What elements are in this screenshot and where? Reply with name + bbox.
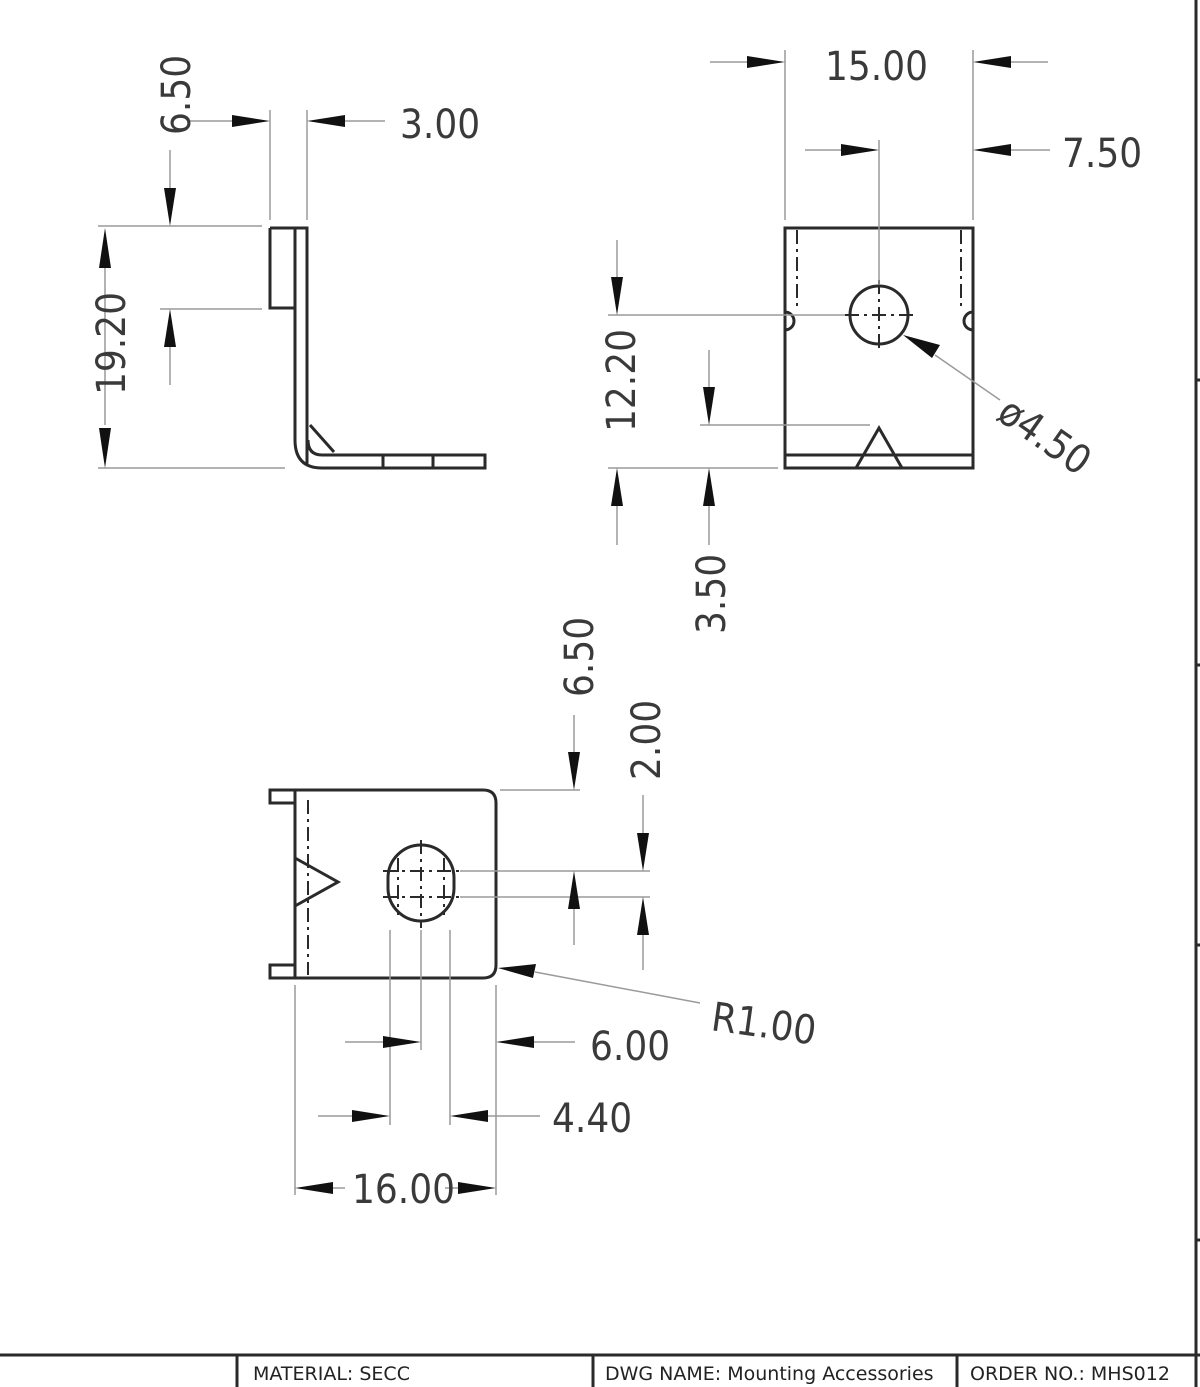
bottom-view [268,715,701,1195]
dim-front-width: 15.00 [825,44,928,90]
drawing-frame [1194,0,1200,1387]
dim-bottom-slot-width: 4.40 [552,1096,632,1142]
dim-side-top-gap: 6.50 [154,55,200,135]
dim-side-thickness: 3.00 [400,102,480,148]
dim-bottom-hole-offset: 6.00 [590,1024,670,1070]
front-view [608,50,1050,545]
dim-bottom-top-gap: 6.50 [557,617,603,697]
dim-bottom-width: 16.00 [352,1167,455,1213]
title-order-no: ORDER NO.: MHS012 [970,1363,1170,1385]
title-block [0,1353,1200,1387]
dim-bottom-slot: 2.00 [624,700,670,780]
dim-front-hole-dia: ø4.50 [989,389,1099,485]
dim-bottom-radius: R1.00 [709,994,819,1054]
side-view [98,110,487,470]
dim-front-hole-height: 12.20 [599,329,645,432]
dim-front-hole-offset: 7.50 [1062,131,1142,177]
title-material: MATERIAL: SECC [253,1363,410,1385]
dim-front-base: 3.50 [689,554,735,634]
dim-side-height: 19.20 [89,292,135,395]
title-dwg-name: DWG NAME: Mounting Accessories [605,1363,934,1385]
